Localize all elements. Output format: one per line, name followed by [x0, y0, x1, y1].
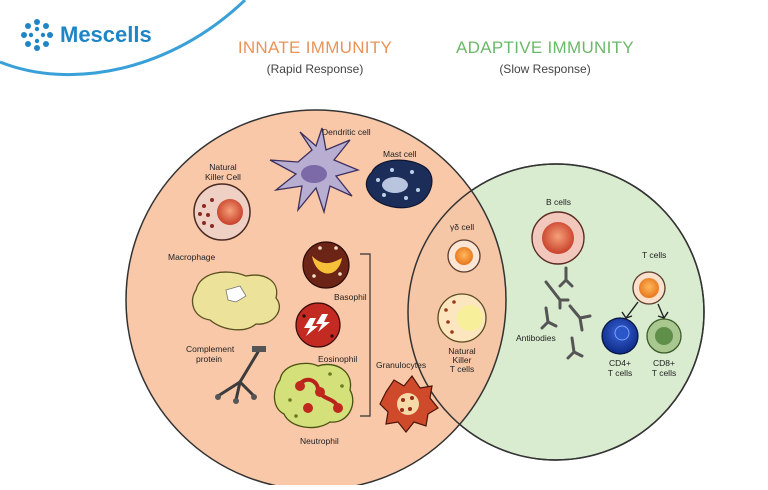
nkt-cell: [437, 293, 487, 343]
dendritic-label: Dendritic cell: [322, 127, 371, 137]
mast-label: Mast cell: [383, 149, 417, 159]
nkt-label-line3: T cells: [450, 364, 474, 374]
antibodies: [540, 266, 592, 360]
complement-protein: [215, 346, 266, 404]
eosinophil-label: Eosinophil: [318, 354, 357, 364]
gamma-delta-label: γδ cell: [450, 222, 474, 232]
differentiation-arrows: [621, 301, 669, 319]
complement-label-line1: Complement: [186, 344, 235, 354]
brand-logo[interactable]: Mescells: [20, 18, 152, 52]
t-cell: [632, 271, 666, 305]
nk-label-line2: Killer Cell: [205, 172, 241, 182]
innate-title: INNATE IMMUNITY: [237, 38, 393, 57]
basophil-cell: [302, 241, 350, 289]
adaptive-title: ADAPTIVE IMMUNITY: [456, 38, 634, 57]
granulocyte-cell: [379, 374, 439, 433]
b-cell: [531, 211, 585, 265]
adaptive-header: ADAPTIVE IMMUNITY (Slow Response): [425, 38, 665, 76]
cd8-label-line1: CD8+: [653, 358, 675, 368]
granulocytes-label: Granulocytes: [376, 360, 426, 370]
macrophage-label: Macrophage: [168, 252, 216, 262]
basophil-label: Basophil: [334, 292, 367, 302]
brand-name: Mescells: [60, 22, 152, 47]
nk-label-line1: Natural: [209, 162, 237, 172]
adaptive-circle-outline: [407, 163, 705, 461]
cd8-label-line2: T cells: [652, 368, 676, 378]
mescells-logo-icon: [21, 19, 53, 51]
complement-label-line2: protein: [196, 354, 222, 364]
neutrophil-label: Neutrophil: [300, 436, 339, 446]
header-swoosh: [0, 0, 247, 77]
gamma-delta-cell: [447, 239, 481, 273]
mast-cell: [365, 159, 433, 209]
adaptive-subtitle: (Slow Response): [499, 62, 591, 76]
eosinophil-cell: [295, 302, 341, 348]
dendritic-cell: [269, 127, 360, 215]
b-cells-label: B cells: [546, 197, 571, 207]
cd4-label-line2: T cells: [608, 368, 632, 378]
cd4-t-cell: [601, 317, 639, 355]
neutrophil-cell: [273, 362, 354, 429]
t-cells-label: T cells: [642, 250, 666, 260]
innate-subtitle: (Rapid Response): [266, 62, 364, 76]
granulocytes-bracket: [360, 253, 371, 417]
nkt-label-line1: Natural: [448, 346, 476, 356]
innate-header: INNATE IMMUNITY (Rapid Response): [205, 38, 425, 76]
antibodies-label: Antibodies: [516, 333, 556, 343]
cd8-t-cell: [646, 318, 682, 354]
natural-killer-cell: [193, 183, 251, 241]
macrophage-cell: [191, 271, 280, 331]
nkt-label-line2: Killer: [453, 355, 472, 365]
cd4-label-line1: CD4+: [609, 358, 631, 368]
